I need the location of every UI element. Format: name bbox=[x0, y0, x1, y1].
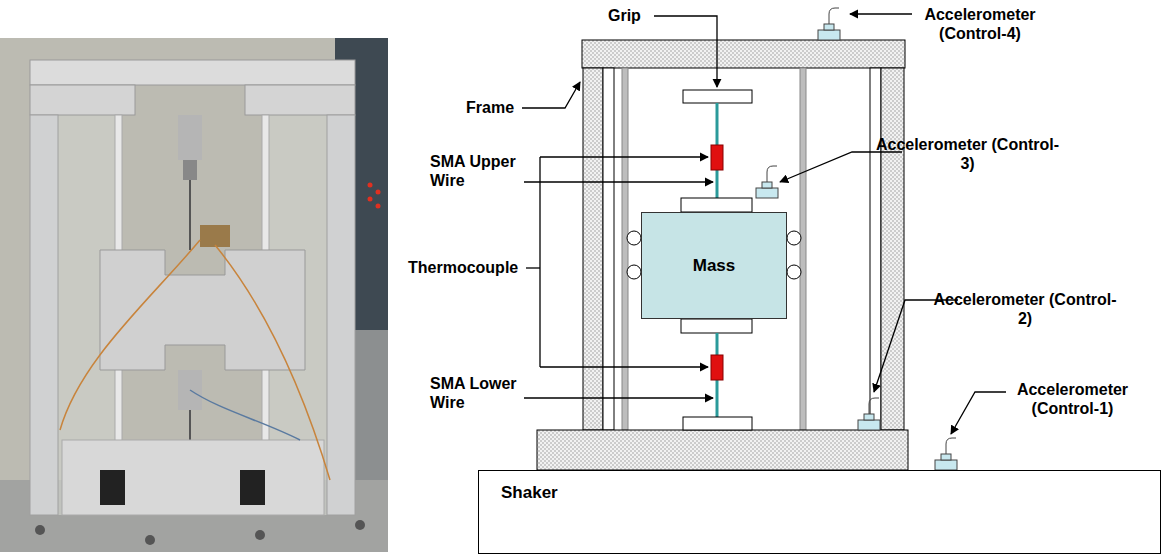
photo-clamp bbox=[240, 470, 265, 505]
leader-line bbox=[654, 16, 717, 87]
accelerometer-cap bbox=[864, 414, 874, 420]
sensor-label: Accelerometer (Control-3) bbox=[875, 135, 1060, 173]
node-text: Mass bbox=[693, 256, 736, 276]
leader-line bbox=[540, 156, 708, 157]
leader-line bbox=[522, 82, 580, 108]
accelerometer-cap bbox=[941, 454, 951, 460]
part-label: Frame bbox=[466, 98, 514, 117]
accelerometer-body bbox=[858, 420, 880, 430]
roller bbox=[627, 265, 641, 279]
node-text: Shaker bbox=[501, 483, 558, 502]
label-text: Frame bbox=[466, 98, 514, 117]
label-text: Thermocouple bbox=[408, 258, 518, 277]
photo-cable bbox=[190, 390, 300, 440]
photo-light bbox=[376, 204, 381, 209]
grip bbox=[683, 90, 752, 103]
photo-light bbox=[368, 197, 373, 202]
label-text: Accelerometer (Control-1) bbox=[990, 380, 1155, 418]
photo-light bbox=[368, 183, 373, 188]
part-label: Thermocouple bbox=[408, 258, 518, 277]
accelerometer-cable bbox=[869, 398, 879, 414]
leader-line bbox=[524, 397, 713, 398]
photo-cable bbox=[215, 245, 330, 480]
photo-table-hole bbox=[355, 520, 365, 530]
part-label: SMA Lower Wire bbox=[430, 374, 525, 412]
leader-line bbox=[874, 300, 958, 392]
accelerometer bbox=[935, 438, 957, 470]
sensor-label: Accelerometer (Control-2) bbox=[930, 290, 1120, 328]
photo-grip bbox=[183, 160, 197, 180]
photo-clamp bbox=[100, 470, 125, 505]
shaker-box: Shaker bbox=[478, 470, 1161, 554]
accelerometer-cap bbox=[824, 24, 834, 30]
roller bbox=[787, 265, 801, 279]
photo-frame-top bbox=[245, 85, 355, 115]
thermocouple bbox=[711, 355, 723, 380]
photo-base bbox=[62, 440, 324, 515]
part-label: Grip bbox=[608, 6, 641, 25]
photo-coil bbox=[200, 225, 230, 247]
photo-wire bbox=[189, 180, 191, 250]
leader-line bbox=[539, 157, 540, 367]
roller bbox=[627, 231, 641, 245]
sensor-label: Accelerometer (Control-1) bbox=[990, 380, 1155, 418]
label-text: Grip bbox=[608, 6, 641, 25]
grip bbox=[681, 319, 752, 333]
photo-light bbox=[376, 190, 381, 195]
photo-frame-top bbox=[30, 60, 355, 85]
roller bbox=[787, 231, 801, 245]
leader-line bbox=[780, 152, 902, 182]
photo-mass bbox=[100, 250, 305, 370]
photo-table-hole bbox=[35, 525, 45, 535]
photo-frame-top bbox=[30, 85, 135, 115]
leader-line bbox=[526, 267, 540, 268]
grip bbox=[683, 417, 752, 430]
frame-leg bbox=[583, 68, 603, 430]
photo-frame-leg bbox=[327, 115, 355, 515]
accelerometer bbox=[858, 398, 880, 430]
photo-table-hole bbox=[145, 535, 155, 545]
frame-top-plate bbox=[582, 40, 905, 68]
photo-wall bbox=[0, 38, 388, 552]
leader-line bbox=[540, 366, 708, 367]
frame-panel bbox=[603, 68, 614, 430]
leader-line bbox=[951, 392, 1006, 434]
accelerometer-cap bbox=[762, 182, 772, 188]
base-plate bbox=[537, 430, 908, 470]
part-label: SMA Upper Wire bbox=[430, 152, 525, 190]
guide-rod bbox=[622, 68, 628, 430]
accelerometer-cable bbox=[829, 8, 839, 24]
sensor-label: Accelerometer (Control-4) bbox=[905, 5, 1055, 43]
leader-line bbox=[850, 13, 912, 14]
frame-leg bbox=[881, 68, 904, 430]
accelerometer-cable bbox=[767, 166, 777, 182]
accelerometer-cable bbox=[946, 438, 956, 454]
photo-cable bbox=[60, 240, 200, 430]
accelerometer bbox=[756, 166, 778, 198]
accelerometer-body bbox=[818, 30, 840, 40]
leader-line bbox=[524, 181, 713, 182]
thermocouple bbox=[711, 145, 723, 170]
guide-rod bbox=[800, 68, 806, 430]
photo-wire bbox=[189, 410, 191, 440]
accelerometer bbox=[818, 8, 840, 40]
photo-table-hole bbox=[255, 530, 265, 540]
label-text: SMA Lower Wire bbox=[430, 374, 525, 412]
photo-grip bbox=[178, 115, 202, 160]
label-text: Accelerometer (Control-2) bbox=[930, 290, 1120, 328]
mass-block: Mass bbox=[641, 212, 787, 319]
label-text: SMA Upper Wire bbox=[430, 152, 525, 190]
accelerometer-body bbox=[935, 460, 957, 470]
label-text: Accelerometer (Control-3) bbox=[875, 135, 1060, 173]
label-text: Accelerometer (Control-4) bbox=[905, 5, 1055, 43]
accelerometer-body bbox=[756, 188, 778, 198]
photo-frame-leg bbox=[30, 115, 58, 515]
grip bbox=[681, 198, 752, 212]
